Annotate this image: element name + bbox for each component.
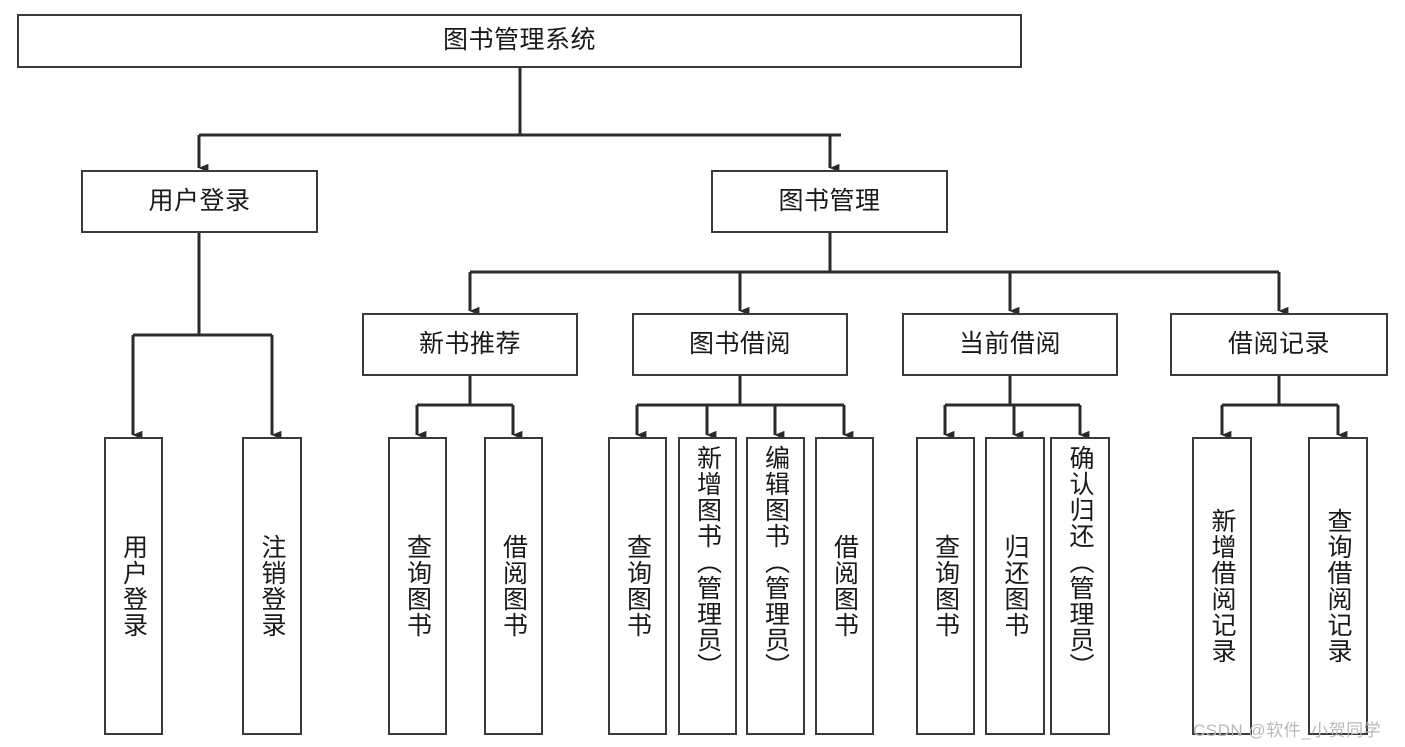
node-leaf-borrow-book-2[interactable]: 借阅图书 <box>815 437 874 735</box>
node-leaf-user-login[interactable]: 用户登录 <box>104 437 163 735</box>
node-leaf-query-book-3-label: 查询图书 <box>931 534 960 638</box>
node-book-borrow[interactable]: 图书借阅 <box>632 313 848 376</box>
node-borrow-record[interactable]: 借阅记录 <box>1170 313 1388 376</box>
node-book-borrow-label: 图书借阅 <box>688 329 791 358</box>
node-current-borrow[interactable]: 当前借阅 <box>902 313 1118 376</box>
node-leaf-add-record[interactable]: 新增借阅记录 <box>1192 437 1252 735</box>
node-leaf-borrow-book-1[interactable]: 借阅图书 <box>484 437 543 735</box>
node-user-login-label: 用户登录 <box>148 186 251 215</box>
node-leaf-query-record[interactable]: 查询借阅记录 <box>1308 437 1368 735</box>
node-root[interactable]: 图书管理系统 <box>17 14 1022 68</box>
node-leaf-query-record-label: 查询借阅记录 <box>1324 508 1352 664</box>
node-current-borrow-label: 当前借阅 <box>958 329 1061 358</box>
watermark-text: CSDN @软件_小贺同学 <box>1193 721 1382 740</box>
node-user-login[interactable]: 用户登录 <box>81 170 318 233</box>
node-leaf-confirm-return-label: 确认归还（管理员） <box>1066 445 1094 679</box>
node-leaf-user-logout[interactable]: 注销登录 <box>242 437 302 735</box>
node-leaf-user-logout-label: 注销登录 <box>258 534 286 638</box>
node-new-book-recommend-label: 新书推荐 <box>418 329 521 358</box>
node-leaf-add-book[interactable]: 新增图书（管理员） <box>678 437 737 735</box>
node-leaf-add-record-label: 新增借阅记录 <box>1208 508 1236 664</box>
node-leaf-return-book[interactable]: 归还图书 <box>985 437 1045 735</box>
node-leaf-confirm-return[interactable]: 确认归还（管理员） <box>1050 437 1110 735</box>
node-new-book-recommend[interactable]: 新书推荐 <box>362 313 578 376</box>
node-leaf-query-book-3[interactable]: 查询图书 <box>916 437 975 735</box>
node-book-management-label: 图书管理 <box>778 186 881 215</box>
node-leaf-borrow-book-1-label: 借阅图书 <box>499 534 528 638</box>
node-leaf-user-login-label: 用户登录 <box>119 534 148 638</box>
node-leaf-edit-book-label: 编辑图书（管理员） <box>761 445 790 679</box>
node-book-management[interactable]: 图书管理 <box>711 170 948 233</box>
node-leaf-query-book-2-label: 查询图书 <box>623 534 652 638</box>
node-leaf-return-book-label: 归还图书 <box>1001 534 1029 638</box>
node-leaf-add-book-label: 新增图书（管理员） <box>693 445 722 679</box>
node-leaf-query-book-1-label: 查询图书 <box>403 534 432 638</box>
node-leaf-query-book-2[interactable]: 查询图书 <box>608 437 667 735</box>
node-borrow-record-label: 借阅记录 <box>1227 329 1330 358</box>
node-leaf-borrow-book-2-label: 借阅图书 <box>830 534 859 638</box>
node-leaf-edit-book[interactable]: 编辑图书（管理员） <box>746 437 805 735</box>
node-leaf-query-book-1[interactable]: 查询图书 <box>388 437 447 735</box>
node-root-label: 图书管理系统 <box>442 26 596 55</box>
